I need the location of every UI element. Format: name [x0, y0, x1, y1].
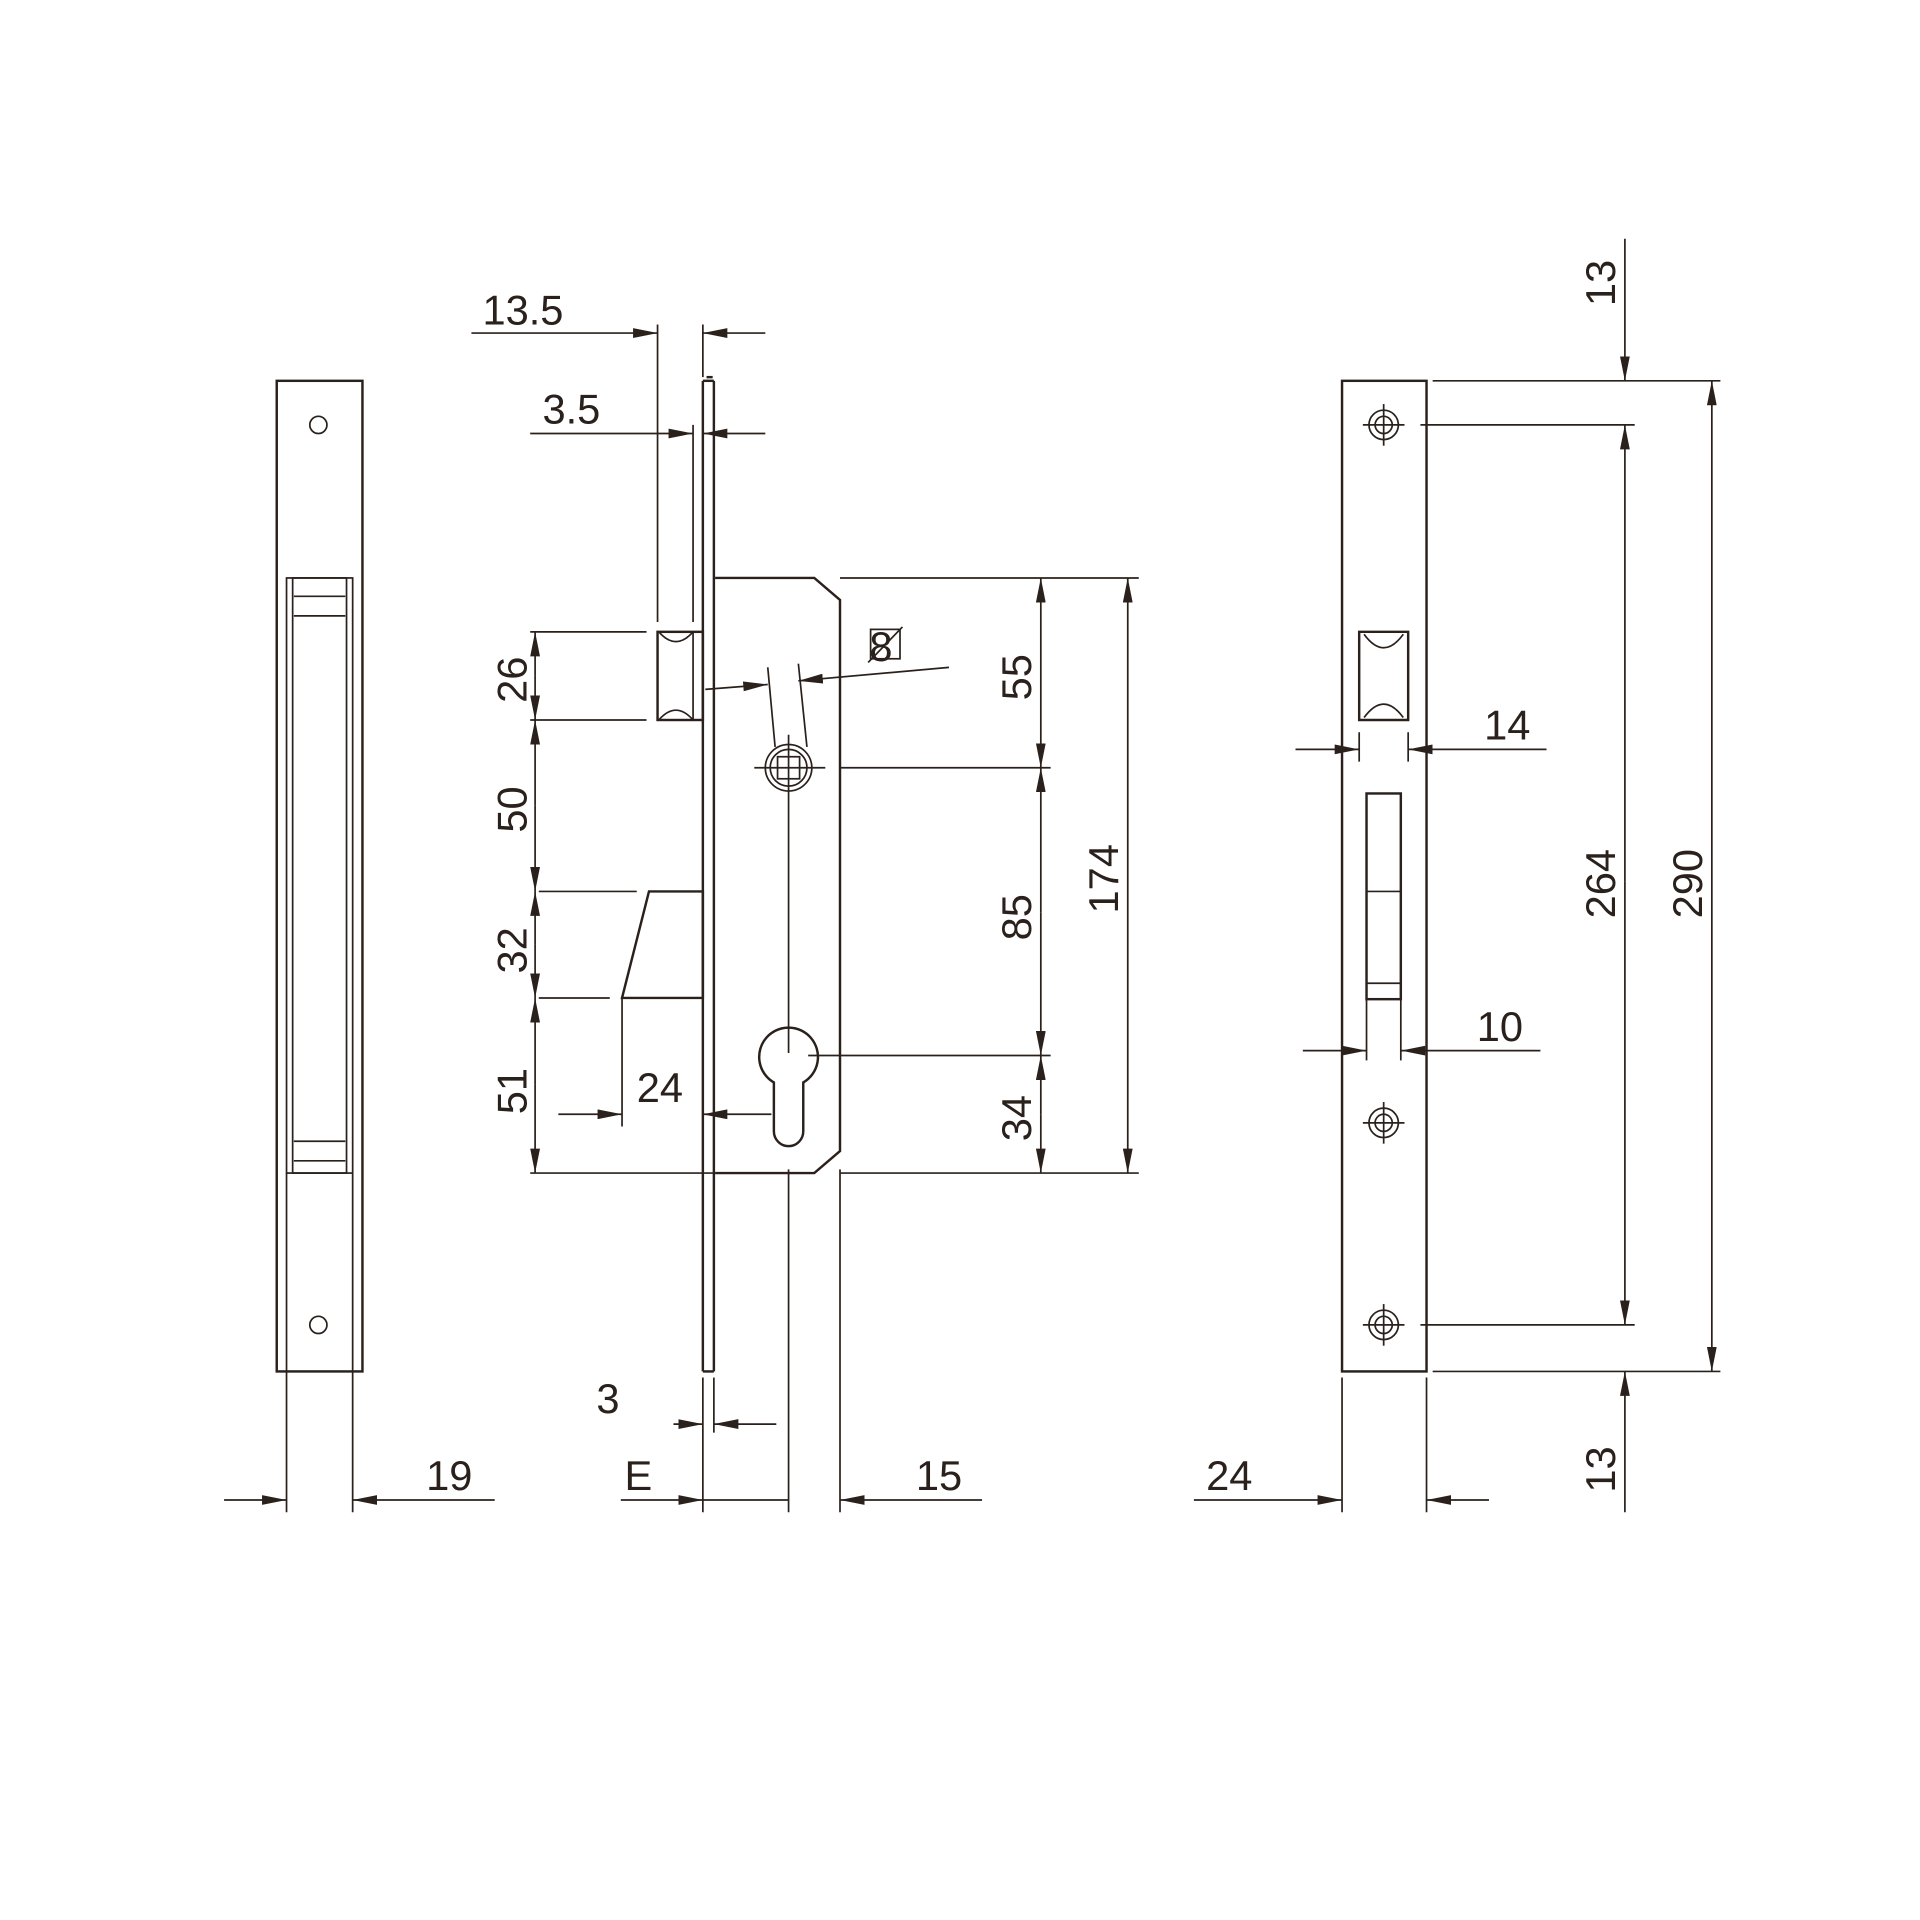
screw-icon	[1362, 404, 1405, 446]
dim-13-top: 13	[1577, 260, 1624, 306]
dim-15: 15	[916, 1452, 962, 1499]
dim-174: 174	[1080, 844, 1127, 913]
dim-85: 85	[993, 894, 1040, 940]
cylinder-hole-icon	[757, 1026, 820, 1148]
dim-290: 290	[1664, 849, 1711, 918]
dim-13-5: 13.5	[482, 286, 563, 333]
dim-26: 26	[489, 657, 536, 703]
latch-opening	[1357, 630, 1410, 722]
screw-hole-icon	[308, 415, 328, 435]
dim-32: 32	[489, 927, 536, 973]
deadbolt-opening	[1365, 792, 1403, 1001]
front-faceplate-view: 13 264 290 13 14 10 24	[1193, 238, 1721, 1513]
dim-24-width: 24	[1206, 1452, 1252, 1499]
dim-34: 34	[993, 1095, 1040, 1141]
dim-3: 3	[596, 1375, 619, 1422]
dim-55: 55	[993, 654, 1040, 700]
deadbolt	[620, 890, 705, 1000]
screw-icon	[1362, 1304, 1405, 1346]
left-faceplate-view: 19	[224, 379, 495, 1513]
screw-icon	[1362, 1102, 1405, 1144]
dim-50: 50	[489, 786, 536, 832]
dim-3-5: 3.5	[542, 386, 600, 433]
dim-8-spindle: 8	[869, 623, 892, 670]
screw-hole-icon	[308, 1315, 328, 1335]
dim-13-bottom: 13	[1577, 1446, 1624, 1492]
side-lock-view: 26 50 32 51 24 13.5 3.5 8 55	[471, 286, 1139, 1513]
dim-19: 19	[426, 1452, 472, 1499]
dim-264: 264	[1577, 849, 1624, 918]
square-spindle-icon	[867, 626, 904, 664]
latch-bolt	[656, 630, 705, 722]
dim-14: 14	[1484, 702, 1530, 749]
spindle-hole-icon	[754, 734, 826, 1054]
dim-24-throw: 24	[637, 1064, 683, 1111]
dim-51: 51	[489, 1068, 536, 1114]
dim-10: 10	[1477, 1003, 1523, 1050]
lock-case	[715, 576, 842, 1175]
dim-backset-e: E	[624, 1452, 652, 1499]
